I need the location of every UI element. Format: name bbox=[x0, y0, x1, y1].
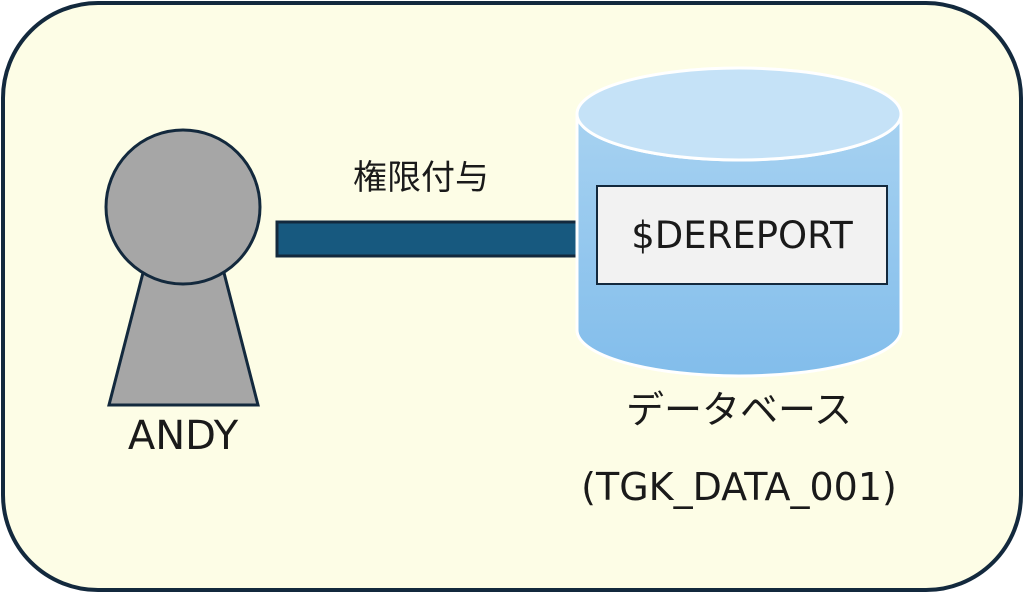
user-icon-head bbox=[104, 128, 262, 286]
user-name: ANDY bbox=[128, 413, 239, 459]
database-name: (TGK_DATA_001) bbox=[581, 465, 897, 509]
db-object-label: $DEREPORT bbox=[631, 214, 853, 257]
user-icon bbox=[104, 128, 262, 407]
database-caption: データベース bbox=[626, 388, 852, 432]
db-object-box bbox=[596, 185, 888, 285]
grant-arrow-label: 権限付与 bbox=[353, 158, 489, 198]
database-cylinder-top bbox=[575, 66, 903, 162]
